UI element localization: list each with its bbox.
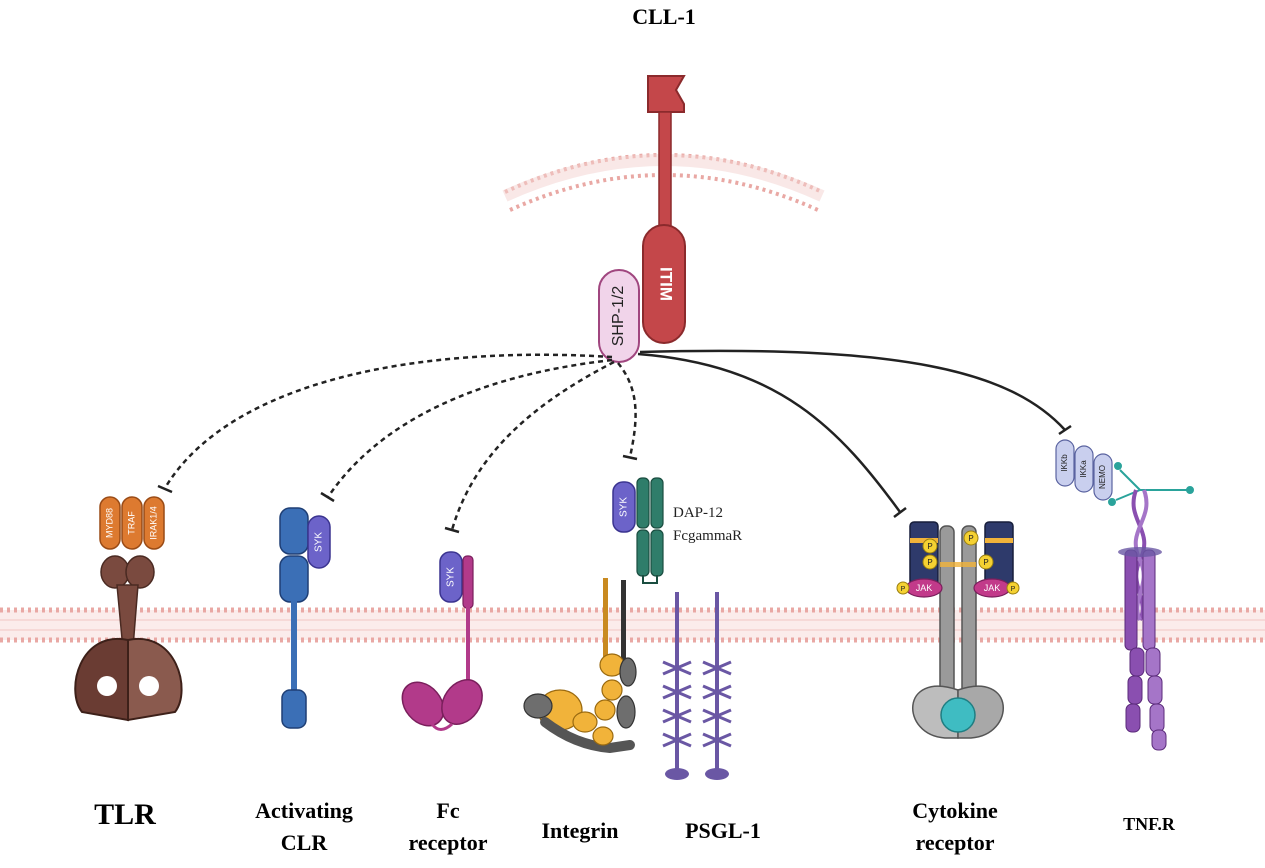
traf-adaptor (121, 496, 143, 550)
fc-syk-label: SYK (446, 567, 457, 587)
fc-syk (439, 551, 463, 603)
dap12-syk-label: SYK (619, 497, 630, 517)
irak-label: IRAK1/4 (148, 506, 158, 540)
dap12-receptor: SYK DAP-12 FcgammaR (612, 477, 742, 584)
arrow-head-fc (444, 526, 460, 534)
arrow-head-cytokine (893, 507, 907, 518)
fc-receptor: SYK (401, 551, 483, 731)
title-cll1: CLL-1 (632, 4, 696, 29)
arrow-head-tnfr (1058, 424, 1072, 436)
tlr-receptor: MYD88 TRAF IRAK1/4 (74, 496, 183, 722)
myd88-label: MYD88 (104, 508, 114, 538)
label-integrin: Integrin (542, 818, 619, 843)
phospho-label-1: P (927, 542, 932, 551)
cll1-receptor: ITIM (642, 75, 686, 344)
ikkb (1055, 439, 1075, 487)
label-cytokine-1: Cytokine (912, 798, 998, 823)
clr-receptor: SYK (279, 507, 331, 729)
shp-label: SHP-1/2 (610, 286, 627, 347)
fcgammar-label: FcgammaR (673, 528, 742, 544)
phospho-label-6: P (1011, 586, 1016, 593)
tnfr-receptor: IKKb IKKa NEMO (1055, 439, 1194, 751)
dap12-label: DAP-12 (673, 505, 723, 521)
arrow-to-fc (450, 360, 615, 531)
arrow-head-clr (320, 491, 335, 503)
itim-domain (642, 224, 686, 344)
label-clr-1: Activating (255, 798, 353, 823)
label-clr-2: CLR (281, 830, 329, 855)
jak-right-label: JAK (984, 583, 1001, 593)
phospho-label-5: P (983, 558, 988, 567)
arrow-head-tlr (157, 484, 173, 494)
label-tlr: TLR (94, 798, 156, 831)
arrow-to-clr (326, 358, 613, 498)
lower-membrane (0, 607, 1265, 643)
label-fc-2: receptor (409, 830, 488, 855)
traf-label: TRAF (126, 511, 136, 535)
irak-adaptor (143, 496, 165, 550)
phospho-label-2: P (927, 558, 932, 567)
label-fc-1: Fc (436, 798, 459, 823)
arrow-to-tnfr (639, 349, 1066, 431)
clr-syk (307, 515, 331, 569)
cytokine-ligand (940, 697, 976, 733)
label-cytokine-2: receptor (916, 830, 995, 855)
clr-syk-label: SYK (314, 532, 325, 552)
phospho-groups: P P P P P P (896, 530, 1020, 595)
receptor-labels: TLR Activating CLR Fc receptor Integrin … (94, 798, 1176, 855)
myd88-adaptor (99, 496, 121, 550)
label-tnfr: TNF.R (1123, 814, 1176, 834)
nemo (1093, 453, 1113, 501)
arrow-to-cytokine (637, 352, 902, 513)
dap12-syk (612, 481, 636, 533)
inhibition-arrows (157, 349, 1072, 534)
arrow-head-dap12 (622, 454, 638, 461)
nemo-label: NEMO (1098, 465, 1107, 489)
ikkb-label: IKKb (1060, 454, 1069, 472)
jak-left-label: JAK (916, 583, 933, 593)
ikka-label: IKKa (1079, 460, 1088, 478)
integrin-receptor (523, 578, 637, 754)
arrow-to-dap12 (617, 362, 637, 458)
arrow-to-tlr (163, 353, 613, 489)
ikka (1074, 445, 1094, 493)
cytokine-receptor: JAK JAK P P P P P P (896, 521, 1020, 739)
psgl1-receptor (662, 592, 732, 780)
label-psgl1: PSGL-1 (685, 818, 761, 843)
shp-phosphatase: SHP-1/2 (598, 269, 640, 363)
phospho-label-3: P (901, 586, 906, 593)
phospho-label-4: P (968, 534, 973, 543)
itim-label: ITIM (657, 267, 676, 301)
